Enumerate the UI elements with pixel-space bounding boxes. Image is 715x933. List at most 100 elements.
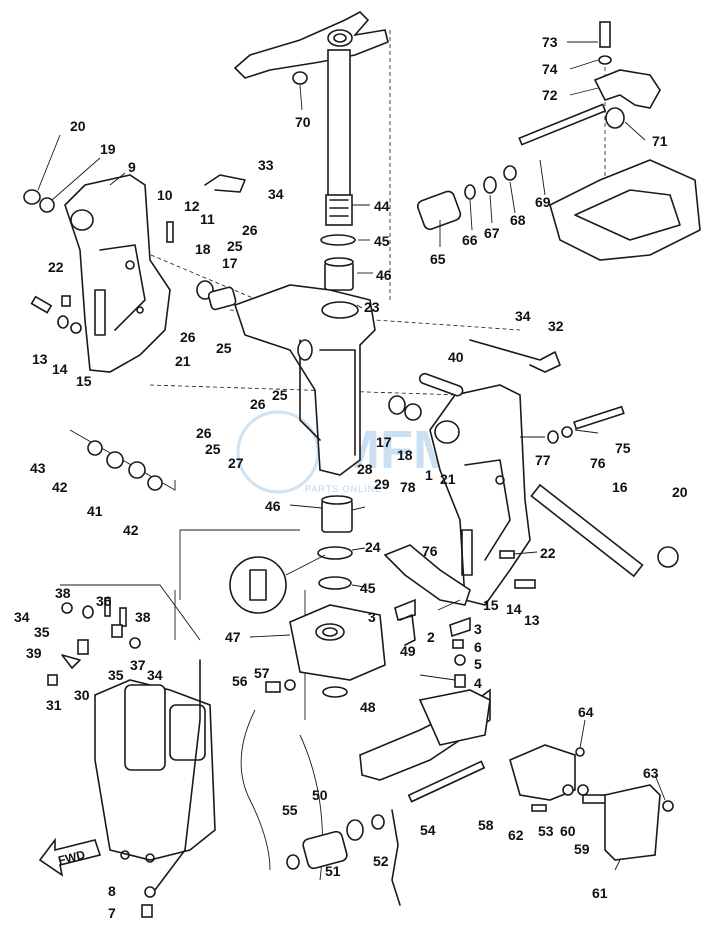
callout-14-b: 14 — [506, 601, 522, 617]
callout-33: 33 — [258, 157, 274, 173]
callout-49: 49 — [400, 643, 416, 659]
callout-4: 4 — [474, 675, 482, 691]
callout-34-b: 34 — [515, 308, 531, 324]
callout-26-c: 26 — [250, 396, 266, 412]
callout-37: 37 — [130, 657, 146, 673]
callout-25-b: 25 — [216, 340, 232, 356]
washer-45-lower — [318, 576, 352, 590]
callout-22-b: 22 — [540, 545, 556, 561]
callout-71: 71 — [652, 133, 668, 149]
callout-56: 56 — [232, 673, 248, 689]
callout-34-c: 34 — [14, 609, 30, 625]
callout-16: 16 — [612, 479, 628, 495]
callout-25-c: 25 — [272, 387, 288, 403]
bolt-73 — [599, 21, 611, 48]
callout-40: 40 — [448, 349, 464, 365]
clip-49 — [399, 614, 416, 646]
nut-20-right — [657, 546, 679, 568]
callout-15-a: 15 — [76, 373, 92, 389]
bolt-22-left — [61, 295, 71, 307]
tilt-tube-16 — [530, 483, 644, 578]
callout-39: 39 — [26, 645, 42, 661]
washer-19-left — [39, 197, 55, 213]
callout-21-a: 21 — [175, 353, 191, 369]
callout-65: 65 — [430, 251, 446, 267]
callout-66: 66 — [462, 232, 478, 248]
callout-47: 47 — [225, 629, 241, 645]
callout-17-a: 17 — [222, 255, 238, 271]
callout-11: 11 — [200, 211, 215, 227]
callout-77: 77 — [535, 452, 551, 468]
callout-24: 24 — [365, 539, 381, 555]
callout-2: 2 — [427, 629, 435, 645]
callout-34-d: 34 — [147, 667, 163, 683]
nut-53 — [562, 784, 574, 796]
plate-3b — [449, 616, 471, 638]
small-parts-group — [47, 584, 201, 686]
bracket-72 — [593, 69, 661, 109]
fwd-label: FWD — [57, 847, 87, 867]
callout-32: 32 — [548, 318, 564, 334]
callout-63: 63 — [643, 765, 659, 781]
bushing-17-right — [388, 395, 406, 415]
callout-48: 48 — [360, 699, 376, 715]
bushing-46-top — [324, 257, 354, 291]
callout-60: 60 — [560, 823, 576, 839]
callout-69: 69 — [535, 194, 551, 210]
callout-59: 59 — [574, 841, 590, 857]
callout-15-b: 15 — [483, 597, 499, 613]
callout-51: 51 — [325, 863, 341, 879]
callout-35-b: 35 — [108, 667, 124, 683]
washer-57 — [284, 679, 296, 691]
fwd-arrow: FWD — [38, 837, 102, 877]
callout-8: 8 — [108, 883, 116, 899]
callout-13-a: 13 — [32, 351, 48, 367]
callout-23: 23 — [364, 299, 380, 315]
callout-29: 29 — [374, 476, 390, 492]
callout-35-a: 35 — [34, 624, 50, 640]
callout-75: 75 — [615, 440, 631, 456]
screw-64 — [575, 747, 585, 757]
callout-45-b: 45 — [360, 580, 376, 596]
washer-67 — [483, 176, 497, 194]
steering-arm — [233, 11, 389, 79]
nut-70 — [292, 71, 308, 85]
callout-42-b: 42 — [123, 522, 139, 538]
callout-58: 58 — [478, 817, 494, 833]
callout-70: 70 — [295, 114, 311, 130]
callout-67: 67 — [484, 225, 500, 241]
callout-18-a: 18 — [195, 241, 211, 257]
callout-3-a: 3 — [368, 609, 376, 625]
washer-45-top — [320, 234, 356, 246]
clamp-bracket-right — [429, 384, 531, 606]
callout-38-b: 38 — [135, 609, 151, 625]
bracket-33 — [204, 174, 246, 193]
callout-57: 57 — [254, 665, 270, 681]
bolt-13-right — [514, 579, 536, 589]
callout-31: 31 — [46, 697, 62, 713]
callout-25-a: 25 — [227, 238, 243, 254]
lower-mount-47 — [289, 604, 386, 681]
callout-6: 6 — [474, 639, 482, 655]
callout-26-b: 26 — [180, 329, 196, 345]
callout-34-a: 34 — [268, 186, 284, 202]
lower-bracket — [359, 688, 491, 781]
callout-17-b: 17 — [376, 434, 392, 450]
callout-28: 28 — [357, 461, 373, 477]
bolt-8 — [144, 886, 156, 898]
bolt-62 — [531, 804, 547, 812]
washer-52 — [371, 814, 385, 830]
trim-tilt-unit — [94, 679, 216, 863]
bolt-7 — [141, 904, 153, 918]
callout-55: 55 — [282, 802, 298, 818]
screw-63 — [662, 800, 674, 812]
bracket-2 — [383, 544, 471, 606]
callout-38-a: 38 — [55, 585, 71, 601]
callout-1: 1 — [425, 467, 433, 483]
bolt-22-right — [499, 550, 515, 559]
callout-20-b: 20 — [672, 484, 688, 500]
callout-61: 61 — [592, 885, 608, 901]
callout-43: 43 — [30, 460, 46, 476]
bushing-18-right — [404, 403, 422, 421]
